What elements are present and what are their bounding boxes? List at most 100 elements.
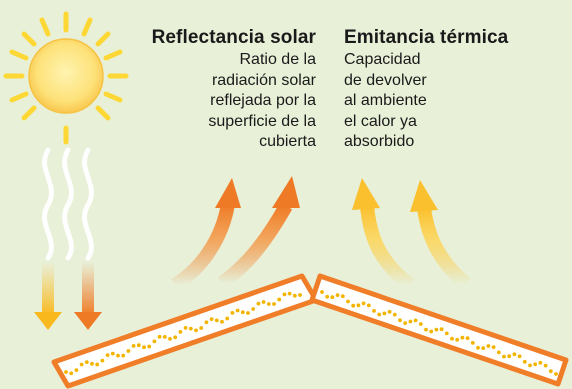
roof-dot bbox=[100, 358, 105, 363]
roof-dot bbox=[366, 303, 371, 308]
roof-dot bbox=[74, 368, 79, 372]
roof-dot bbox=[84, 360, 89, 364]
sun-icon bbox=[3, 11, 129, 145]
roof-dot bbox=[403, 321, 408, 325]
roof-dot bbox=[517, 354, 522, 359]
roof-dot bbox=[277, 297, 282, 302]
roof-dot bbox=[418, 322, 423, 326]
roof-dot bbox=[548, 369, 553, 374]
roof-dot bbox=[147, 344, 152, 349]
roof-dot bbox=[178, 330, 183, 334]
roof-dot bbox=[361, 301, 366, 306]
roof-dot bbox=[188, 326, 193, 331]
emittance-block: Emitancia térmica Capacidad de devolver … bbox=[344, 27, 508, 153]
reflectance-line: superficie de la bbox=[208, 112, 316, 130]
roof-dot bbox=[256, 301, 261, 306]
reflectance-line: reflejada por la bbox=[210, 92, 316, 109]
roof-dot bbox=[429, 329, 434, 334]
roof-panel-icon bbox=[51, 273, 569, 389]
roof-dot bbox=[142, 345, 146, 350]
emittance-line: Capacidad bbox=[344, 51, 421, 68]
roof-dot bbox=[105, 353, 110, 357]
roof-dot bbox=[392, 312, 397, 317]
roof-dot bbox=[298, 293, 302, 297]
roof-dot bbox=[246, 311, 250, 315]
roof-dot bbox=[351, 303, 356, 308]
roof-dot bbox=[136, 343, 141, 348]
roof-dot bbox=[377, 312, 382, 317]
roof-dot bbox=[533, 362, 538, 367]
reflectance-title: Reflectancia solar bbox=[151, 27, 316, 48]
roof-dot bbox=[320, 290, 324, 294]
roof-dot bbox=[444, 331, 449, 336]
emitted-arrow-icon bbox=[352, 178, 471, 291]
roof-dot bbox=[450, 336, 454, 341]
roof-dot bbox=[272, 302, 276, 306]
roof-dot bbox=[408, 319, 413, 324]
roof-dot bbox=[335, 293, 340, 297]
roof-dot bbox=[287, 291, 292, 296]
roof-dot bbox=[512, 352, 517, 357]
emittance-line: absorbido bbox=[344, 133, 415, 150]
roof-dot bbox=[387, 309, 392, 314]
roof-dot bbox=[220, 319, 224, 324]
heat-waves-icon bbox=[42, 147, 94, 261]
roof-dot bbox=[235, 308, 240, 313]
roof-dot bbox=[522, 359, 527, 364]
roof-dot bbox=[131, 344, 136, 348]
roof-dot bbox=[372, 309, 376, 313]
roof-dot bbox=[230, 311, 235, 315]
roof-dot bbox=[209, 317, 214, 321]
roof-dot bbox=[95, 362, 100, 367]
roof-dot bbox=[543, 363, 548, 368]
roof-dot bbox=[204, 320, 209, 325]
roof-dot bbox=[481, 346, 486, 350]
roof-dot bbox=[470, 341, 475, 345]
roof-dot bbox=[194, 328, 198, 333]
roof-dot bbox=[460, 335, 465, 340]
roof-dot bbox=[225, 316, 230, 321]
emittance-line: el calor ya bbox=[344, 112, 417, 130]
roof-dot bbox=[356, 303, 361, 308]
reflected-arrow-icon bbox=[171, 176, 300, 292]
roof-dot bbox=[455, 337, 460, 342]
reflectance-description: Ratio de la radiación solar reflejada po… bbox=[152, 50, 316, 153]
roof-dot bbox=[240, 310, 245, 315]
roof-dot bbox=[168, 337, 172, 341]
roof-dot bbox=[292, 293, 297, 298]
roof-dot bbox=[476, 345, 480, 350]
roof-dot bbox=[261, 300, 266, 304]
roof-dot bbox=[79, 362, 84, 367]
roof-dot bbox=[325, 294, 330, 299]
roof-dot bbox=[496, 350, 501, 355]
roof-dot bbox=[214, 318, 219, 323]
roof-dot bbox=[162, 335, 167, 339]
roof-dot bbox=[266, 302, 271, 306]
roof-dot bbox=[424, 327, 428, 332]
roof-dot bbox=[538, 360, 543, 365]
roof-dot bbox=[183, 326, 188, 330]
reflectance-line: radiación solar bbox=[211, 71, 316, 89]
reflectance-line: Ratio de la bbox=[239, 51, 317, 68]
emittance-line: de devolver bbox=[344, 71, 427, 89]
roof-dot bbox=[507, 354, 512, 359]
roof-dot bbox=[398, 318, 402, 323]
roof-dot bbox=[90, 361, 94, 366]
roof-dot bbox=[340, 294, 345, 299]
roof-dot bbox=[157, 334, 162, 339]
roof-dot bbox=[330, 295, 335, 300]
roof-dot bbox=[413, 318, 418, 323]
roof-dot bbox=[199, 326, 204, 330]
roof-dot bbox=[434, 327, 439, 332]
roof-dot bbox=[486, 344, 491, 348]
roof-dot bbox=[173, 335, 178, 340]
roof-dot bbox=[126, 349, 131, 353]
roof-dot bbox=[528, 363, 532, 368]
incoming-arrow-icon bbox=[34, 262, 102, 330]
roof-dot bbox=[69, 371, 74, 376]
roof-dot bbox=[382, 311, 387, 316]
emittance-title: Emitancia térmica bbox=[344, 27, 509, 48]
roof-dot bbox=[491, 345, 496, 349]
